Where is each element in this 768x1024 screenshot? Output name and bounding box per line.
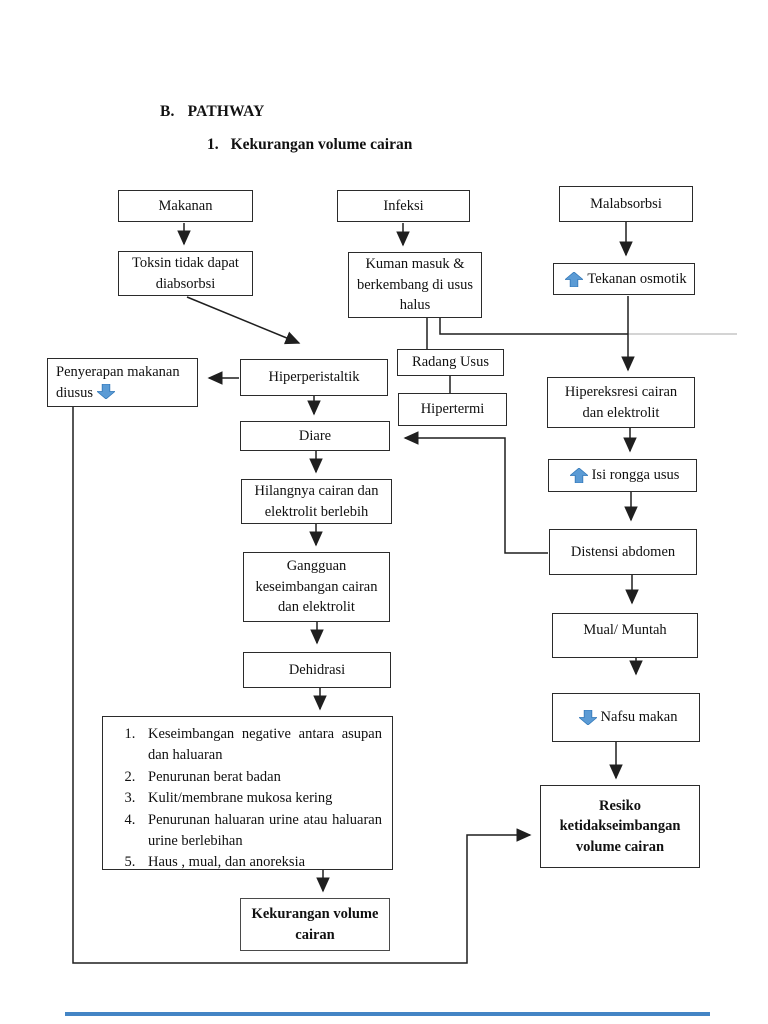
signs-item: Penurunan haluaran urine atau haluaran u… <box>139 810 382 853</box>
node-gangguan-label: Gangguan keseimbangan cairan dan elektro… <box>255 558 378 616</box>
node-nafsu-makan: Nafsu makan <box>552 693 700 742</box>
section-letter: B. <box>160 103 175 120</box>
node-hilangnya-label: Hilangnya cairan dan elektrolit berlebih <box>254 482 379 520</box>
node-makanan: Makanan <box>118 190 253 222</box>
signs-item: Haus , mual, dan anoreksia <box>139 852 382 873</box>
node-nafsu-makan-label: Nafsu makan <box>600 709 678 726</box>
node-kuman: Kuman masuk & berkembang di usus halus <box>348 252 482 318</box>
increase-icon <box>569 468 588 483</box>
node-kekurangan: Kekurangan volume cairan <box>240 898 390 951</box>
node-diare: Diare <box>240 421 390 451</box>
node-hipertermi-label: Hipertermi <box>420 401 485 418</box>
node-hilangnya: Hilangnya cairan dan elektrolit berlebih <box>241 479 392 524</box>
node-malabsorbsi: Malabsorbsi <box>559 186 693 222</box>
signs-item: Penurunan berat badan <box>139 767 382 788</box>
node-isi-rongga-label: Isi rongga usus <box>591 467 680 484</box>
section-heading: B. PATHWAY <box>160 103 265 121</box>
node-distensi: Distensi abdomen <box>549 529 697 575</box>
node-dehidrasi-label: Dehidrasi <box>288 661 346 678</box>
decrease-icon <box>578 710 597 725</box>
node-resiko: Resiko ketidakseimbangan volume cairan <box>540 785 700 868</box>
node-dehidrasi: Dehidrasi <box>243 652 391 688</box>
subsection-title: Kekurangan volume cairan <box>230 136 413 153</box>
node-radang-usus-label: Radang Usus <box>412 354 489 371</box>
node-hiperperistaltik-label: Hiperperistaltik <box>268 369 360 386</box>
section-title: PATHWAY <box>187 103 265 120</box>
signs-item: Kulit/membrane mukosa kering <box>139 788 382 809</box>
node-diare-label: Diare <box>298 427 332 444</box>
node-gangguan: Gangguan keseimbangan cairan dan elektro… <box>243 552 390 622</box>
signs-item: Keseimbangan negative antara asupan dan … <box>139 724 382 767</box>
page-bottom-divider <box>65 1012 710 1016</box>
node-penyerapan: Penyerapan makanan diusus <box>47 358 198 407</box>
node-makanan-label: Makanan <box>158 197 213 214</box>
node-mual: Mual/ Muntah <box>552 613 698 658</box>
subsection-heading: 1. Kekurangan volume cairan <box>207 136 412 154</box>
signs-list: Keseimbangan negative antara asupan dan … <box>103 724 392 874</box>
node-distensi-label: Distensi abdomen <box>570 543 676 560</box>
node-hipereksresi-label: Hipereksresi cairan dan elektrolit <box>564 383 678 421</box>
node-infeksi-label: Infeksi <box>383 197 424 214</box>
node-tekanan-osmotik-label: Tekanan osmotik <box>587 270 687 287</box>
node-toksin-label: Toksin tidak dapat diabsorbsi <box>132 254 239 292</box>
node-malabsorbsi-label: Malabsorbsi <box>590 195 662 212</box>
node-radang-usus: Radang Usus <box>397 349 504 376</box>
node-mual-label: Mual/ Muntah <box>583 622 667 638</box>
node-resiko-label: Resiko ketidakseimbangan volume cairan <box>559 798 681 855</box>
node-kuman-label: Kuman masuk & berkembang di usus halus <box>357 256 473 314</box>
node-tekanan-osmotik: Tekanan osmotik <box>553 263 695 295</box>
signs-symptoms-box: Keseimbangan negative antara asupan dan … <box>102 716 393 870</box>
node-kekurangan-label: Kekurangan volume cairan <box>251 905 379 943</box>
increase-icon <box>565 271 584 287</box>
subsection-number: 1. <box>207 136 219 153</box>
arrow-toksin-hiperperistaltik <box>186 296 301 345</box>
node-isi-rongga: Isi rongga usus <box>548 459 697 492</box>
decrease-icon <box>97 383 116 399</box>
arrow-distensi-diare-feedback <box>403 431 548 554</box>
node-infeksi: Infeksi <box>337 190 470 222</box>
node-hipereksresi: Hipereksresi cairan dan elektrolit <box>547 377 695 428</box>
node-hiperperistaltik: Hiperperistaltik <box>240 359 388 396</box>
node-hipertermi: Hipertermi <box>398 393 507 426</box>
line-kuman-right <box>439 318 628 335</box>
node-toksin: Toksin tidak dapat diabsorbsi <box>118 251 253 296</box>
node-penyerapan-label: Penyerapan makanan diusus <box>56 363 180 401</box>
